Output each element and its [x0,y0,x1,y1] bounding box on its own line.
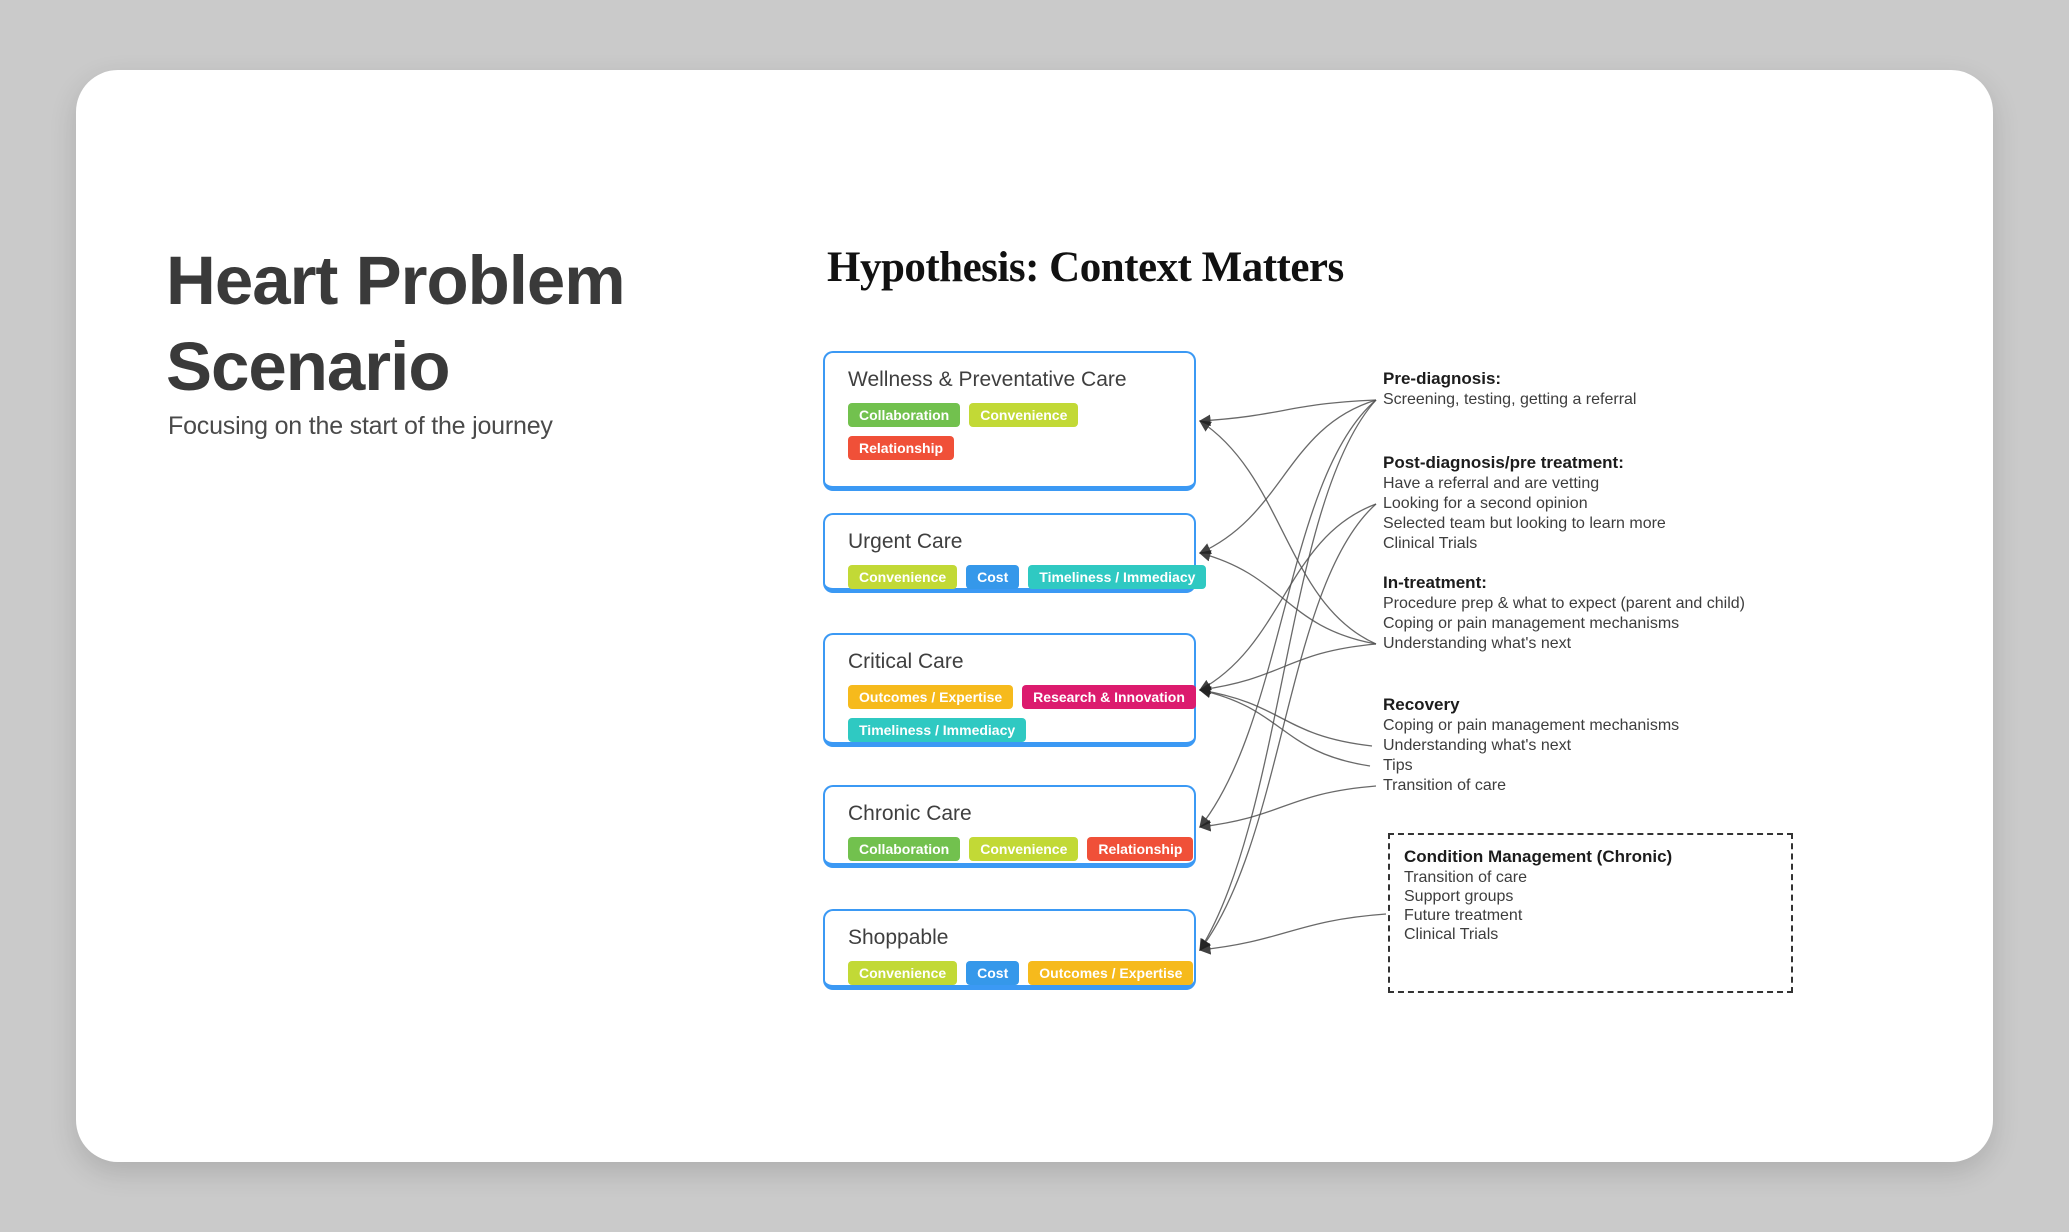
tag-outcomes[interactable]: Outcomes / Expertise [1028,961,1194,985]
stage-item: Future treatment [1404,907,1523,924]
page-title-line2: Scenario [166,327,450,405]
tag-row: Collaboration Convenience Relationship [848,837,1194,861]
page-title-line1: Heart Problem [166,242,626,319]
stage-item: Coping or pain management mechanisms [1383,615,1680,632]
page-title: Heart Problem Scenario [166,238,626,409]
tag-convenience[interactable]: Convenience [969,837,1079,861]
tag-row: Timeliness / Immediacy [848,718,1171,742]
care-box-critical[interactable]: Critical Care Outcomes / Expertise Resea… [823,633,1196,747]
stage-item: Procedure prep & what to expect (parent … [1383,595,1745,612]
care-box-chronic[interactable]: Chronic Care Collaboration Convenience R… [823,785,1196,868]
stage-item: Transition of care [1404,869,1528,886]
stage-item: Understanding what's next [1383,635,1572,652]
stage-item: Support groups [1404,888,1514,905]
stage-title: Recovery [1383,695,1460,714]
care-box-title: Chronic Care [848,802,972,825]
stage-title: Post-diagnosis/pre treatment: [1383,453,1624,472]
page-subtitle: Focusing on the start of the journey [168,412,553,440]
stage-item: Clinical Trials [1383,535,1478,552]
tag-row: Convenience Cost Outcomes / Expertise [848,961,1194,985]
stage-item: Looking for a second opinion [1383,495,1588,512]
stage-pre-diagnosis: Pre-diagnosis: Screening, testing, getti… [1383,368,1813,410]
stage-item: Tips [1383,757,1413,774]
stage-item: Understanding what's next [1383,737,1572,754]
care-box-wellness[interactable]: Wellness & Preventative Care Collaborati… [823,351,1196,491]
diagram-title: Hypothesis: Context Matters [827,244,1344,291]
stage-title: Pre-diagnosis: [1383,369,1502,388]
stage-item: Screening, testing, getting a referral [1383,391,1637,408]
care-box-title: Wellness & Preventative Care [848,368,1127,391]
stage-recovery: Recovery Coping or pain management mecha… [1383,694,1813,796]
stage-title: Condition Management (Chronic) [1404,847,1673,866]
tag-relationship[interactable]: Relationship [1087,837,1194,861]
stage-title: In-treatment: [1383,573,1487,592]
stage-item: Have a referral and are vetting [1383,475,1600,492]
stage-item: Transition of care [1383,777,1507,794]
tag-relationship[interactable]: Relationship [848,436,955,460]
tag-cost[interactable]: Cost [966,961,1020,985]
tag-convenience[interactable]: Convenience [969,403,1079,427]
care-box-shoppable[interactable]: Shoppable Convenience Cost Outcomes / Ex… [823,909,1196,990]
tag-collaboration[interactable]: Collaboration [848,837,961,861]
tag-outcomes[interactable]: Outcomes / Expertise [848,685,1014,709]
care-box-urgent[interactable]: Urgent Care Convenience Cost Timeliness … [823,513,1207,593]
tag-row: Outcomes / Expertise Research & Innovati… [848,685,1196,709]
tag-research[interactable]: Research & Innovation [1022,685,1196,709]
stage-item: Coping or pain management mechanisms [1383,717,1680,734]
tag-timeliness[interactable]: Timeliness / Immediacy [1028,565,1207,589]
stage-condition-management: Condition Management (Chronic) Transitio… [1388,833,1793,993]
stage-post-diagnosis: Post-diagnosis/pre treatment: Have a ref… [1383,452,1813,554]
tag-row: Relationship [848,436,1171,460]
care-box-title: Critical Care [848,650,964,673]
stage-item: Selected team but looking to learn more [1383,515,1666,532]
tag-collaboration[interactable]: Collaboration [848,403,961,427]
tag-row: Convenience Cost Timeliness / Immediacy [848,565,1207,589]
tag-cost[interactable]: Cost [966,565,1020,589]
tag-convenience[interactable]: Convenience [848,961,958,985]
stage-in-treatment: In-treatment: Procedure prep & what to e… [1383,572,1813,654]
care-box-title: Shoppable [848,926,949,949]
tag-timeliness[interactable]: Timeliness / Immediacy [848,718,1027,742]
tag-convenience[interactable]: Convenience [848,565,958,589]
stage-item: Clinical Trials [1404,926,1499,943]
tag-row: Collaboration Convenience [848,403,1171,427]
care-box-title: Urgent Care [848,530,963,553]
